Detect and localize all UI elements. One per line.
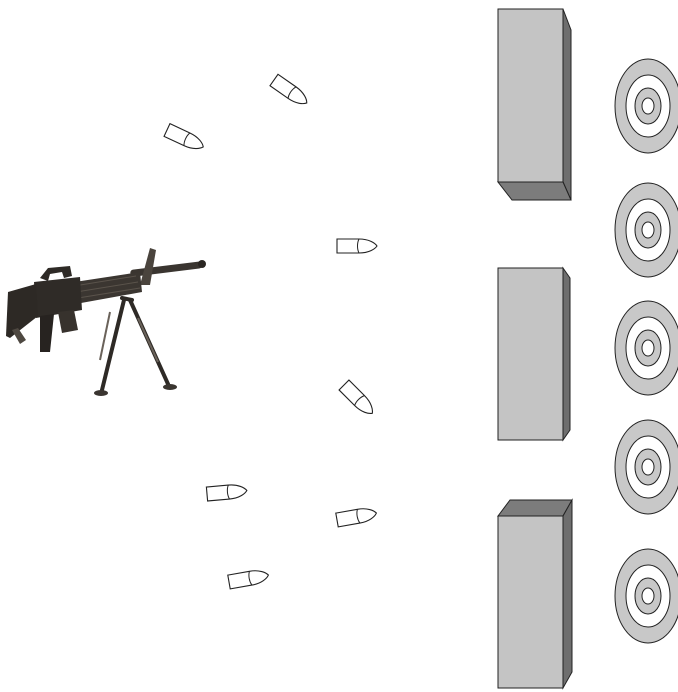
bullet-icon: [270, 74, 311, 108]
bullet-icon: [228, 568, 270, 589]
barrier-block-icon: [498, 500, 572, 688]
bullet-icon: [164, 124, 206, 154]
bullet-icon: [336, 506, 378, 527]
barrier-block-icon: [498, 9, 571, 200]
barrier-block-icon: [498, 268, 570, 440]
bullet-icon: [337, 239, 377, 253]
bullseye-target-icon: [615, 59, 678, 153]
bullseye-target-icon: [615, 183, 678, 277]
bullseye-target-icon: [615, 549, 678, 643]
bullet-icon: [206, 484, 247, 501]
bullseye-target-icon: [615, 420, 678, 514]
bullet-icon: [339, 380, 377, 418]
rifle-with-bipod-icon: [6, 248, 206, 396]
bullseye-target-icon: [615, 301, 678, 395]
